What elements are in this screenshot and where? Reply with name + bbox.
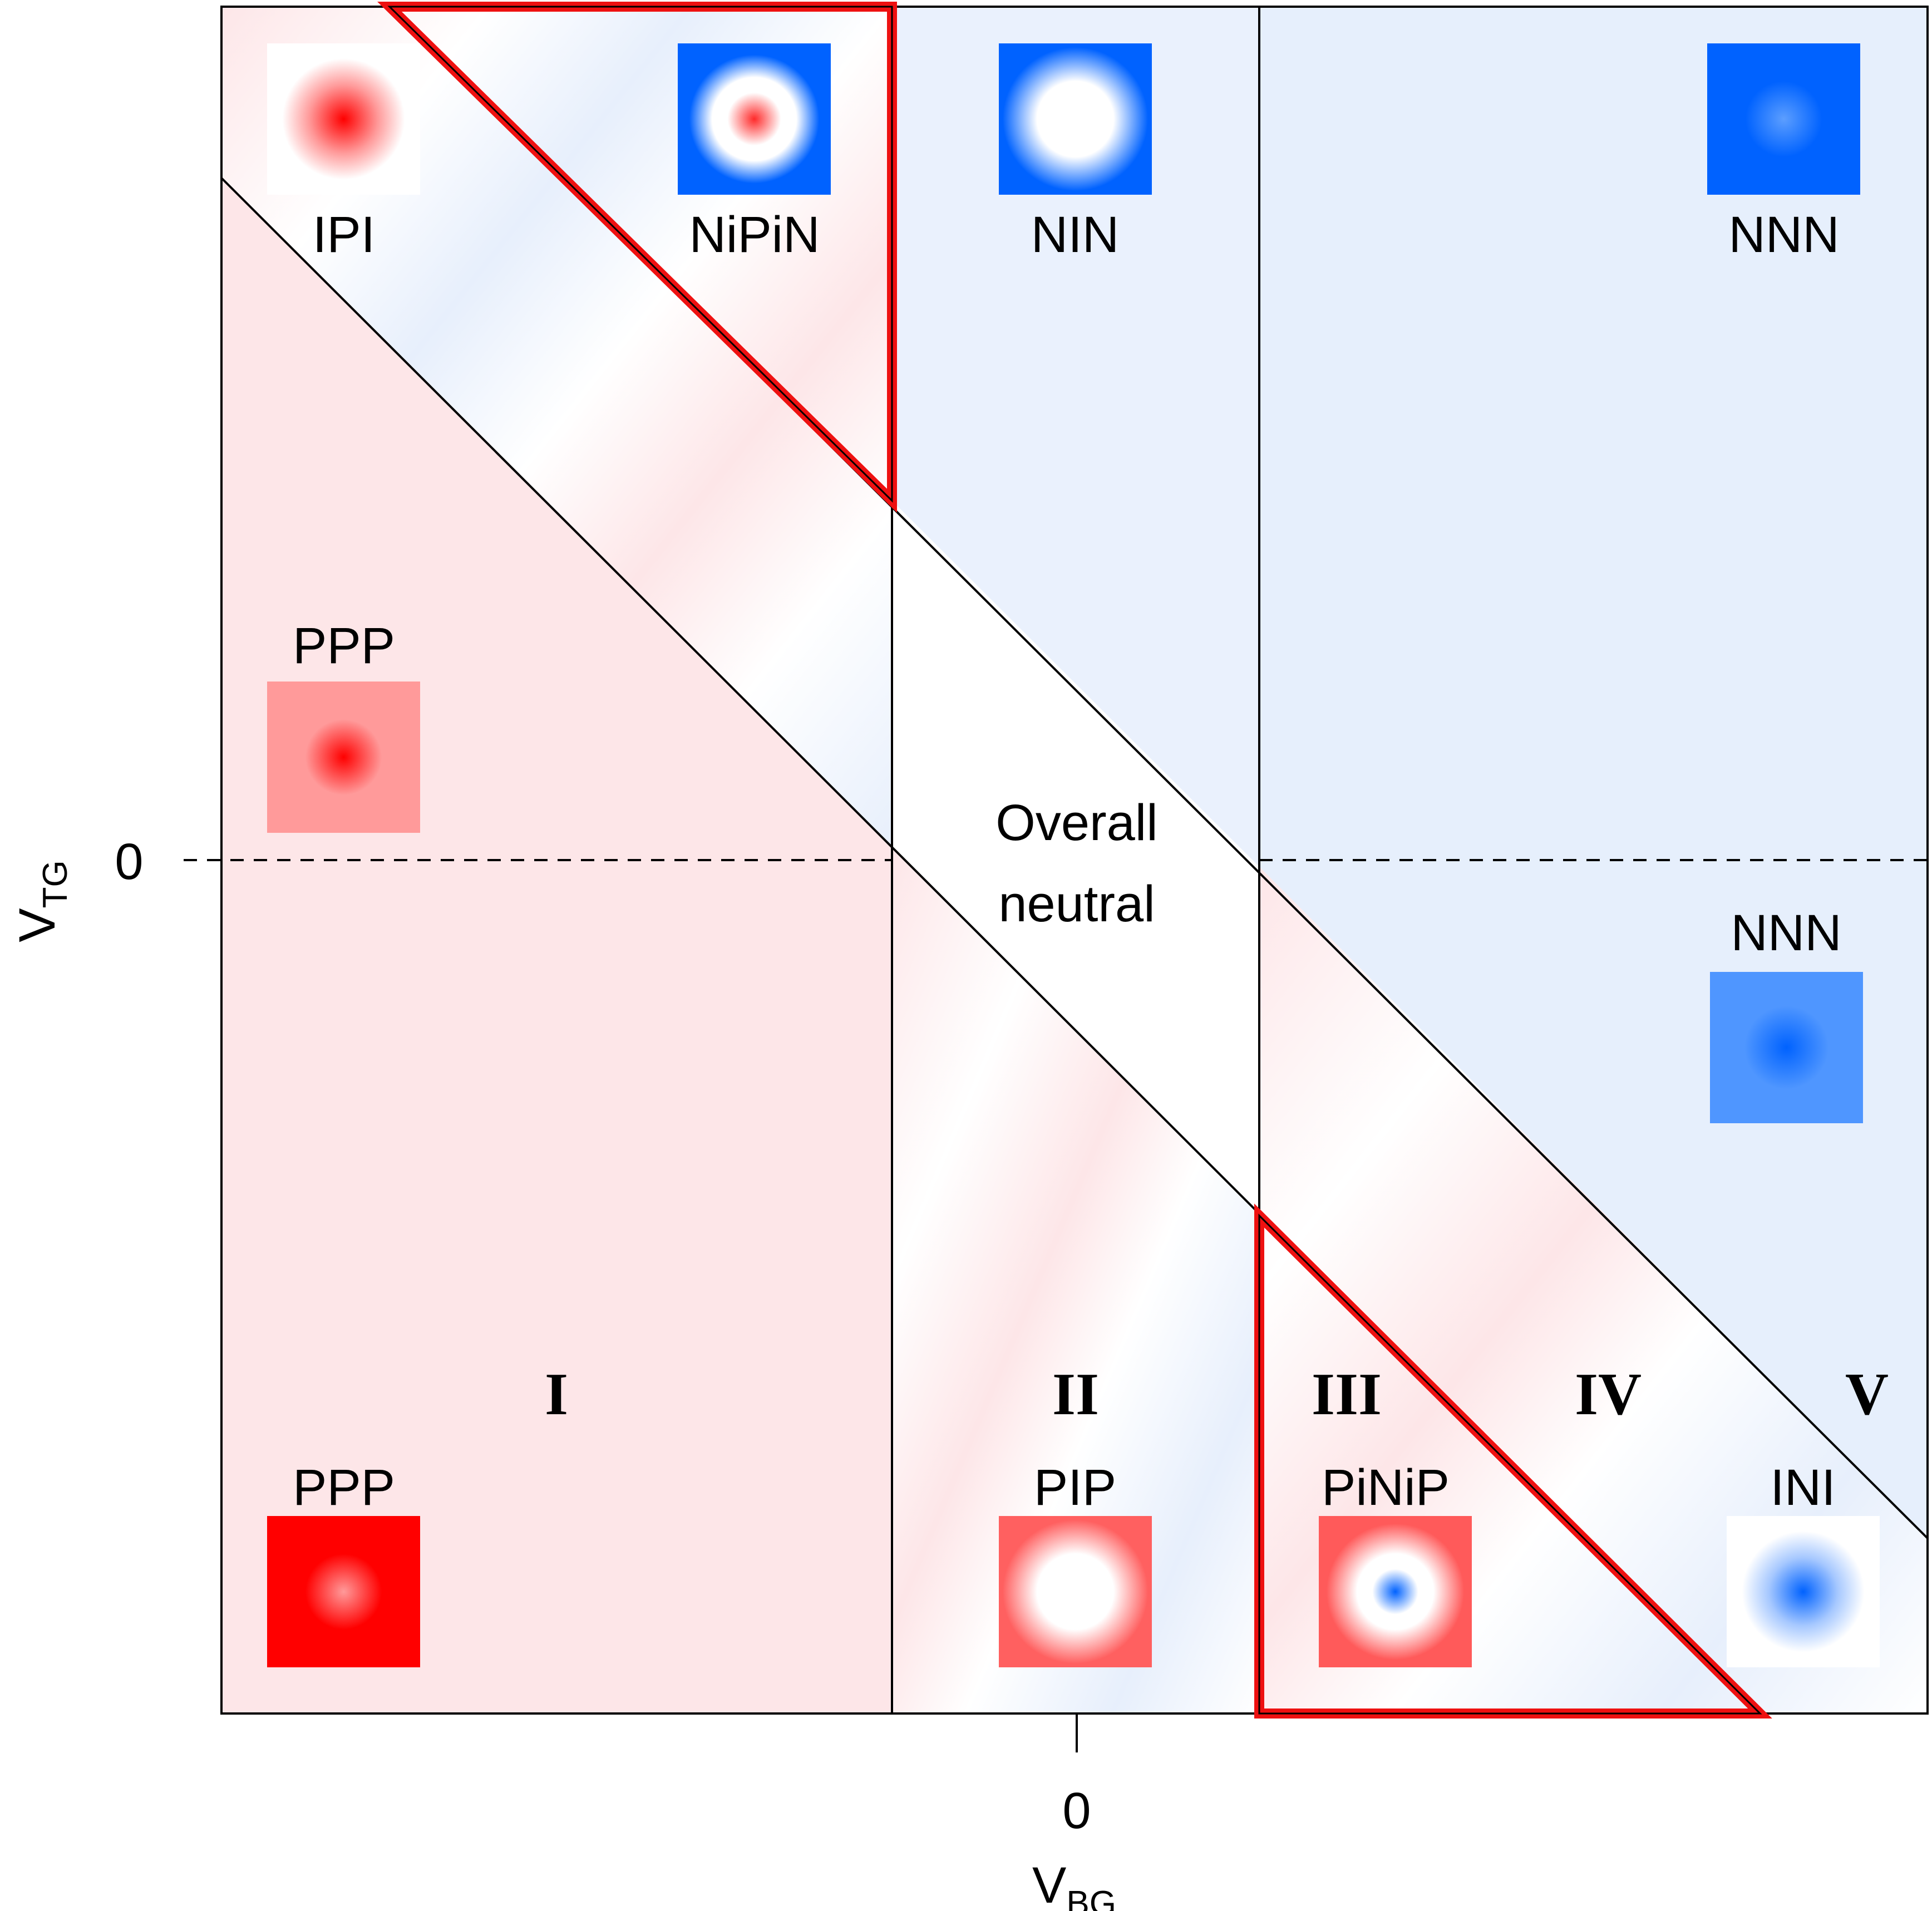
pinip-label: PiNiP <box>1322 1459 1450 1516</box>
nnn-top-label: NNN <box>1728 206 1839 263</box>
region-label-5: V <box>1845 1361 1889 1428</box>
ppp-bottom-label: PPP <box>293 1459 395 1516</box>
region-label-1: I <box>545 1361 568 1428</box>
pip-label: PIP <box>1034 1459 1116 1516</box>
nnn-mid-thumbnail <box>1710 972 1863 1123</box>
n-doped-region-upper-middle <box>892 7 1259 867</box>
x-zero-label: 0 <box>1062 1782 1091 1839</box>
axis-labels: 0 0 VBG VTG <box>9 833 1116 1911</box>
x-axis-label-main: V <box>1032 1857 1066 1911</box>
overall-neutral-line1: Overall <box>995 794 1157 851</box>
state-labels: IPI NiPiN NIN NNN PPP NNN PPP PIP PiNiP … <box>293 206 1842 1516</box>
region-label-3: III <box>1312 1361 1382 1428</box>
center-label: Overall neutral <box>995 794 1157 932</box>
region-label-2: II <box>1052 1361 1099 1428</box>
ini-label: INI <box>1770 1459 1836 1516</box>
mixed-region-lower-right <box>1259 867 1928 1714</box>
pip-thumbnail <box>999 1516 1152 1667</box>
ipi-thumbnail <box>267 43 420 195</box>
highlight-triangles <box>377 1 1772 1719</box>
p-doped-region-lower-middle <box>892 848 1259 1714</box>
nipin-thumbnail <box>678 43 831 195</box>
y-axis-label-sub: TG <box>36 860 75 908</box>
ipi-label: IPI <box>313 206 375 263</box>
mixed-region-upper-left <box>221 7 892 848</box>
p-doped-region-left <box>221 178 892 1714</box>
region-numerals: I II III IV V <box>545 1361 1889 1428</box>
ppp-bottom-thumbnail <box>267 1516 420 1667</box>
ppp-mid-label: PPP <box>293 618 395 674</box>
x-axis-label: VBG <box>1032 1857 1116 1911</box>
pinip-thumbnail <box>1319 1516 1472 1667</box>
nnn-top-thumbnail <box>1707 43 1860 195</box>
region-label-4: IV <box>1575 1361 1642 1428</box>
ini-thumbnail <box>1727 1516 1880 1667</box>
neutral-band <box>892 501 1259 1216</box>
plot-frame <box>220 6 1929 1715</box>
n-doped-region-right <box>1259 7 1928 1538</box>
highlight-triangle-top-inner <box>387 6 893 503</box>
nnn-mid-label: NNN <box>1731 905 1841 961</box>
overall-neutral-line2: neutral <box>998 876 1155 932</box>
state-thumbnails <box>267 43 1880 1667</box>
y-axis-label: VTG <box>9 860 75 942</box>
y-zero-label: 0 <box>115 833 143 890</box>
x-axis-label-sub: BG <box>1066 1884 1116 1911</box>
y-axis-label-main: V <box>9 908 66 942</box>
ppp-mid-thumbnail <box>267 682 420 833</box>
nin-thumbnail <box>999 43 1152 195</box>
nin-label: NIN <box>1031 206 1119 263</box>
nipin-label: NiPiN <box>689 206 820 263</box>
highlight-triangle-bottom-inner <box>1258 1213 1762 1715</box>
